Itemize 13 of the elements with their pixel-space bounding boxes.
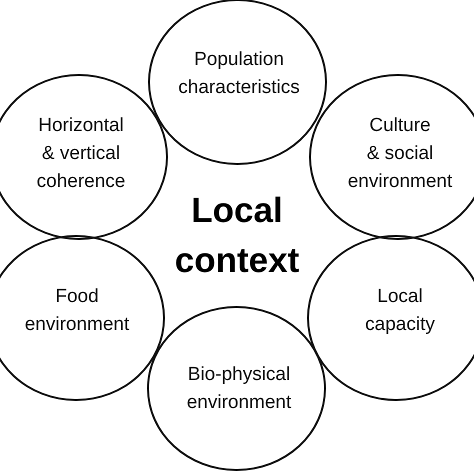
factor-label: Horizontal & vertical coherence [36, 114, 126, 194]
factor-circle [307, 235, 474, 401]
factor-circle [147, 306, 326, 471]
factor-label: Food environment [24, 285, 130, 337]
factor-circle [148, 0, 327, 165]
factor-circle [0, 235, 165, 401]
factor-circle [0, 74, 168, 240]
factor-label: Culture & social environment [348, 114, 452, 194]
factor-label: Bio-physical environment [186, 363, 292, 415]
central-heading: Local context [174, 190, 300, 282]
factor-label: Local capacity [365, 285, 435, 337]
factor-label: Population characteristics [178, 48, 300, 100]
factor-circle [309, 74, 474, 240]
